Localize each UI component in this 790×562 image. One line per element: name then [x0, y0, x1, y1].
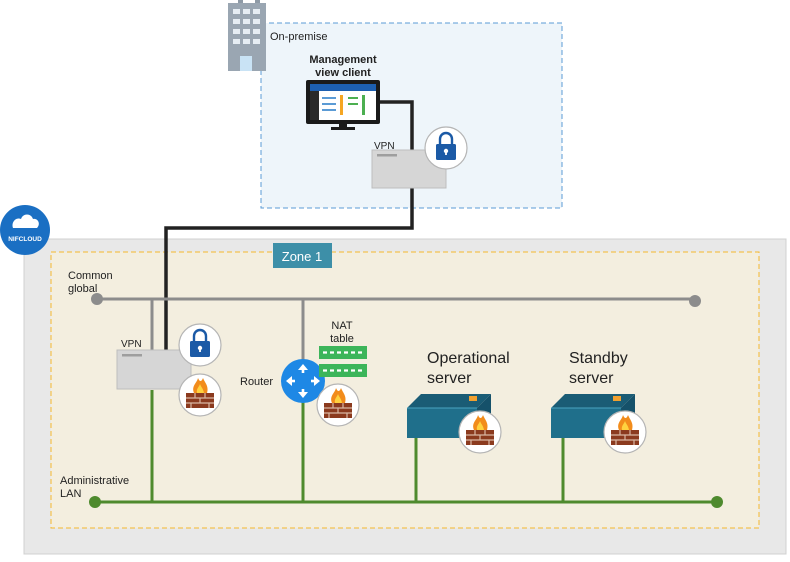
zone-region	[50, 251, 760, 529]
vpn-connection-line	[164, 100, 414, 350]
lock-icon	[177, 322, 223, 368]
common-global-label-line1: Common	[68, 270, 113, 282]
common-global-endpoint-right	[689, 295, 701, 307]
standby-server-label-line1: Standby	[569, 350, 628, 367]
management-client-label-line1: Management	[309, 54, 377, 66]
operational-server-label-line2: server	[427, 370, 472, 387]
router-icon	[281, 359, 325, 403]
operational-server-label-line1: Operational	[427, 350, 510, 367]
administrative-lan-endpoint-right	[711, 496, 723, 508]
management-client-label-line2: view client	[315, 67, 371, 79]
firewall-icon	[178, 373, 222, 417]
common-global-label-line2: global	[68, 283, 97, 295]
common-global-endpoint-left	[91, 293, 103, 305]
monitor-icon	[306, 80, 380, 130]
nat-table-label-line2: table	[330, 333, 354, 345]
vpn-onprem-label: VPN	[374, 141, 395, 152]
nifcloud-logo-text: NIFCLOUD	[8, 236, 42, 243]
firewall-icon	[603, 410, 647, 454]
firewall-icon	[316, 383, 360, 427]
vpn-cloud-label: VPN	[121, 339, 142, 350]
on-premise-label: On-premise	[270, 31, 327, 43]
standby-server-label-line2: server	[569, 370, 614, 387]
zone-label: Zone 1	[282, 249, 322, 264]
router-label: Router	[240, 376, 273, 388]
firewall-icon	[458, 410, 502, 454]
administrative-lan-label-line1: Administrative	[60, 475, 129, 487]
lock-icon	[423, 125, 469, 171]
nat-table-label-line1: NAT	[331, 320, 352, 332]
building-icon	[228, 0, 266, 71]
vpn-cloud-device	[116, 349, 192, 390]
nat-table-icon	[319, 346, 367, 377]
nifcloud-logo-icon: NIFCLOUD	[0, 205, 50, 255]
administrative-lan-endpoint-left	[89, 496, 101, 508]
zone-label-box	[273, 243, 332, 268]
administrative-lan-label-line2: LAN	[60, 488, 81, 500]
